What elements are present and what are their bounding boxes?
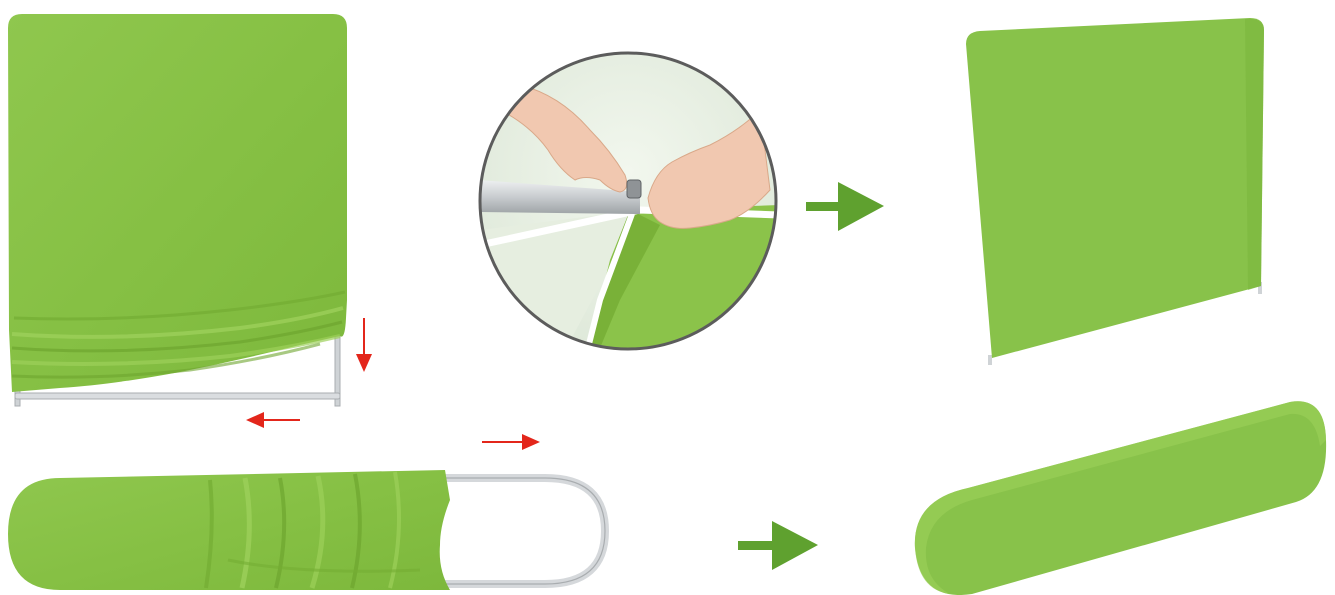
frame-bottom-bar [15, 393, 340, 399]
green-arrow-top [806, 182, 884, 231]
zipper-pull [627, 180, 641, 198]
oval-frame [440, 478, 605, 584]
frame-leg-left [988, 355, 992, 365]
fabric-oval-finished-icon [915, 401, 1326, 595]
fabric-panel-partial-icon [8, 14, 347, 406]
hands-zipping-icon [478, 53, 780, 360]
green-arrow-bottom [738, 521, 818, 570]
fabric-panel-finished-icon [966, 18, 1264, 365]
finished-panel-fabric [966, 18, 1264, 358]
fabric-oval-partial-icon [8, 470, 605, 590]
